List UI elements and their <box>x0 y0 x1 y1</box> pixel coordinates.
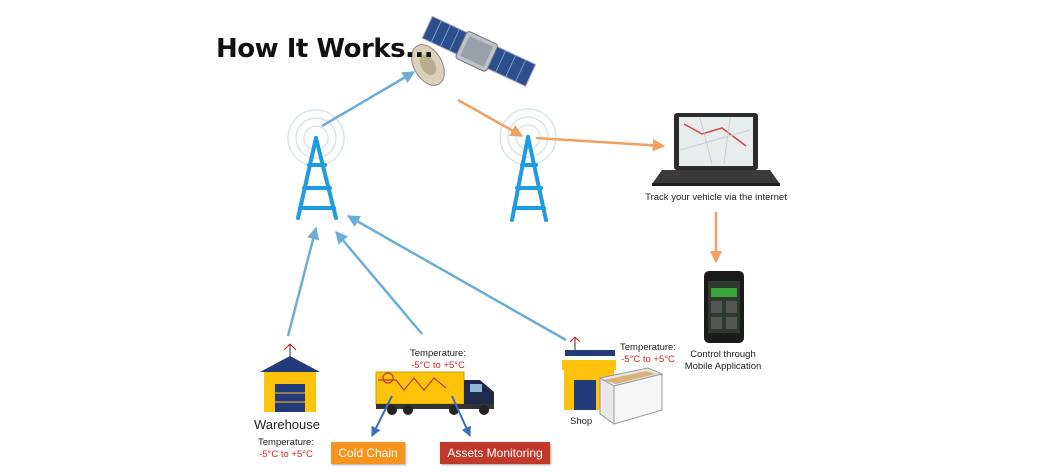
shop-label: Shop <box>570 416 593 427</box>
cell-tower-icon <box>510 135 548 222</box>
truck-temperature: Temperature: -5°C to +5°C <box>410 348 466 371</box>
satellite-icon <box>411 15 537 87</box>
shop-temperature: Temperature: -5°C to +5°C <box>620 342 676 365</box>
control-label: Control through Mobile Application <box>684 349 762 372</box>
page-title: How It Works... <box>216 34 434 64</box>
truck-icon <box>375 371 494 415</box>
orange-arrows <box>457 98 723 264</box>
truck-output-arrows <box>371 395 471 437</box>
warehouse-temperature: Temperature: -5°C to +5°C <box>258 437 314 460</box>
cold-chain-badge: Cold Chain <box>331 442 405 464</box>
assets-monitoring-badge: Assets Monitoring <box>440 442 550 464</box>
blue-arrows <box>286 70 567 342</box>
freezer-icon <box>598 367 664 425</box>
cell-tower-icon <box>296 136 338 220</box>
warehouse-label: Warehouse <box>254 417 320 432</box>
laptop-icon <box>652 113 780 186</box>
smartphone-icon <box>704 271 744 343</box>
track-label: Track your vehicle via the internet <box>645 192 787 203</box>
warehouse-icon <box>260 343 320 412</box>
